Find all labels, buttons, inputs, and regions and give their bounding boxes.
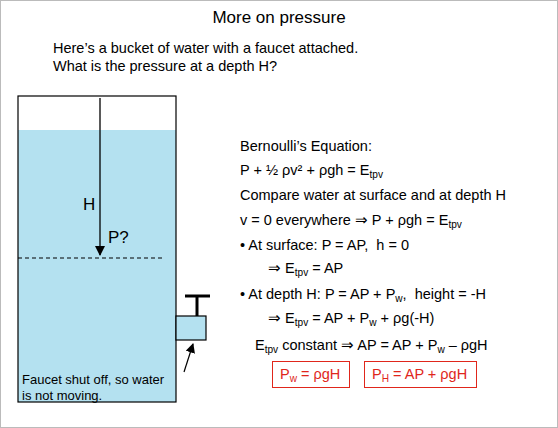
depth-line bbox=[18, 257, 162, 258]
equation: P + ½ ρv² + ρgh = Etpv bbox=[240, 162, 383, 179]
equation: ⇒ Etpv = AP bbox=[268, 260, 343, 277]
equation: v = 0 everywhere ⇒ P + ρgh = Etpv bbox=[240, 212, 462, 229]
equation: Etpv constant ⇒ AP = AP + Pw – ρgH bbox=[255, 337, 488, 354]
equation: ⇒ Etpv = AP + Pw + ρg(-H) bbox=[268, 310, 434, 327]
equation-heading: Bernoulli’s Equation: bbox=[240, 138, 372, 155]
result-formula: PH = AP + ρgH bbox=[372, 366, 467, 383]
result-box: Pw = ρgH bbox=[272, 361, 350, 388]
subtitle: Here’s a bucket of water with a faucet a… bbox=[53, 40, 358, 57]
note: Compare water at surface and at depth H bbox=[240, 187, 506, 204]
depth-label: H bbox=[83, 195, 95, 215]
leader-arrow bbox=[184, 344, 193, 372]
faucet-body bbox=[176, 316, 206, 340]
slide-title: More on pressure bbox=[0, 8, 558, 28]
caption-note: Faucet shut off, so water is not moving. bbox=[22, 372, 172, 403]
result-box: PH = AP + ρgH bbox=[364, 361, 477, 388]
pressure-label: P? bbox=[108, 228, 129, 248]
faucet-stem bbox=[196, 296, 199, 316]
depth-arrow bbox=[99, 98, 100, 255]
result-formula: Pw = ρgH bbox=[280, 366, 340, 383]
bullet: • At depth H: P = AP + Pw, height = -H bbox=[240, 286, 486, 303]
subtitle: What is the pressure at a depth H? bbox=[53, 58, 277, 75]
bullet: • At surface: P = AP, h = 0 bbox=[240, 237, 409, 254]
faucet-handle bbox=[185, 295, 210, 298]
bucket-outline bbox=[18, 96, 176, 402]
water bbox=[18, 130, 176, 402]
